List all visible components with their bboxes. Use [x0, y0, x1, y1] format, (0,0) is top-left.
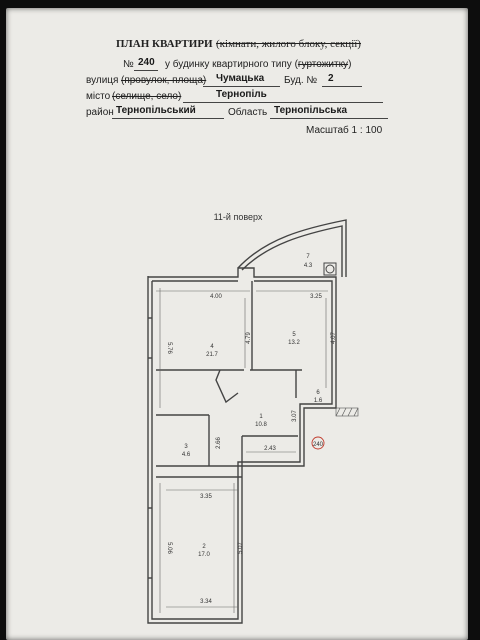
plan-title-note: (кімнати, жилого блоку, секції): [216, 38, 361, 50]
stamp-circle: [311, 436, 325, 450]
dimension-label: 5.06: [166, 542, 172, 554]
plan-title: ПЛАН КВАРТИРИ: [116, 38, 213, 50]
dimension-label: 4.07: [331, 332, 337, 344]
room-number: 3: [184, 444, 188, 450]
room-area: 13.2: [288, 340, 300, 346]
city-label: місто: [86, 91, 111, 102]
city-value: Тернопіль: [216, 89, 267, 100]
street-strike: (провулок, площа): [121, 75, 207, 86]
room-number: 6: [316, 390, 320, 396]
district-value: Тернопільський: [116, 105, 196, 116]
room-number: 7: [306, 254, 310, 260]
room-number: 5: [292, 332, 296, 338]
dimension-label: 3.34: [200, 599, 212, 605]
room-area: 17.0: [198, 552, 210, 558]
balcony-hatch: [335, 407, 359, 417]
room-number: 4: [210, 344, 214, 350]
room-number: 1: [259, 414, 263, 420]
dimension-label: 5.76: [166, 342, 172, 354]
region-label: Область: [228, 107, 268, 118]
document-page: ПЛАН КВАРТИРИ (кімнати, жилого блоку, се…: [6, 8, 468, 640]
dimension-label: 4.79: [246, 332, 252, 344]
dimension-label: 3.07: [292, 410, 298, 422]
street-value: Чумацька: [216, 73, 265, 84]
district-label: район: [86, 107, 114, 118]
room-area: 21.7: [206, 352, 218, 358]
scale-text: Масштаб 1 : 100: [306, 125, 383, 136]
room-area: 1.6: [314, 398, 323, 404]
region-value: Тернопільська: [274, 105, 348, 116]
street-label: вулиця: [86, 75, 119, 86]
document-header: ПЛАН КВАРТИРИ (кімнати, жилого блоку, се…: [6, 8, 468, 168]
building-type-text: у будинку квартирного типу (гуртожитку): [165, 59, 352, 70]
building-label: Буд. №: [284, 75, 318, 86]
dimension-label: 3.35: [200, 494, 212, 500]
number-prefix: №: [123, 59, 134, 70]
room-area: 4.3: [304, 263, 313, 269]
shaft-icon: [325, 264, 335, 274]
dimension-label: 3.25: [310, 294, 322, 300]
floor-plan: 11-й поверх 240 4 21.7 5 13.2 6 1.6 1 10…: [147, 212, 359, 624]
building-number: 2: [328, 73, 334, 84]
apartment-stamp: 240: [313, 442, 324, 448]
room-area: 10.8: [255, 422, 267, 428]
city-strike: (селище, село): [112, 91, 182, 102]
dimension-label: 2.66: [216, 437, 222, 449]
dimension-label: 5.07: [238, 542, 244, 554]
shaft-box: [323, 262, 337, 276]
room-area: 4.6: [182, 452, 191, 458]
dimension-label: 2.43: [264, 446, 276, 452]
apartment-number: 240: [138, 57, 155, 68]
dimension-lines: [156, 288, 328, 613]
plan-walls: [147, 219, 347, 624]
room-number: 2: [202, 544, 206, 550]
floor-label: 11-й поверх: [214, 212, 263, 222]
dimension-label: 4.00: [210, 294, 222, 300]
